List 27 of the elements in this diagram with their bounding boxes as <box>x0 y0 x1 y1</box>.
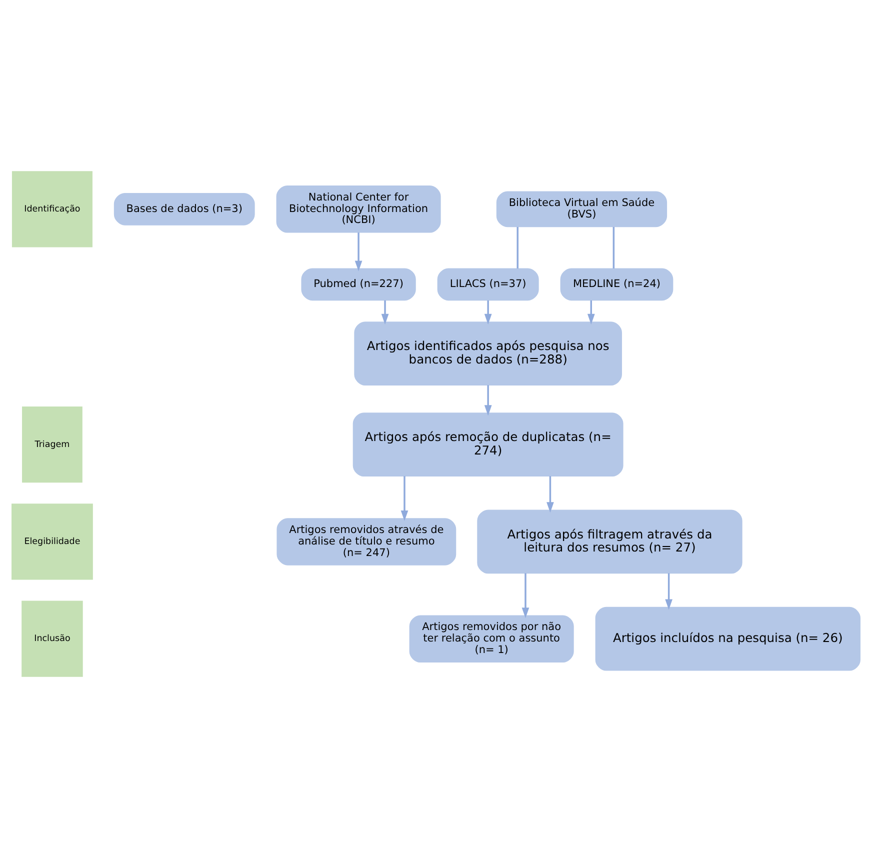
arrow <box>665 572 672 610</box>
node-box: Identificação <box>12 170 92 247</box>
arrow <box>381 300 389 324</box>
node-box: Artigos incluídos na pesquisa (n= 26) <box>595 606 860 670</box>
node-box: LILACS (n=37) <box>437 268 539 300</box>
node-box: Inclusão <box>22 600 83 676</box>
node-box: Artigos após remoção de duplicatas (n= 274) <box>352 412 624 476</box>
arrow <box>354 232 362 271</box>
node-box: Artigos removidos através de análise de título e resumo (n= 247) <box>276 518 456 565</box>
node-box: Elegibilidade <box>12 503 93 580</box>
node-box: Artigos após filtragem através da leitura dos resumos (n= 27) <box>477 509 742 574</box>
connector <box>612 226 615 268</box>
connector <box>516 226 518 268</box>
node-box: Triagem <box>22 406 82 482</box>
node-box: Biblioteca Virtual em Saúde (BVS) <box>496 190 668 227</box>
arrow <box>546 476 554 512</box>
node-box: Bases de dados (n=3) <box>114 192 255 225</box>
node-box: National Center for Biotechnology Information (NCBI) <box>276 185 441 232</box>
arrow <box>587 300 595 324</box>
arrow <box>484 384 492 416</box>
node-box: Pubmed (n=227) <box>301 268 416 300</box>
arrow <box>522 572 530 618</box>
node-box: Artigos removidos por não ter relação com o assunto (n= 1) <box>409 614 574 662</box>
arrow <box>484 300 492 324</box>
arrow <box>400 476 408 520</box>
node-box: MEDLINE (n=24) <box>560 268 674 300</box>
node-box: Artigos identificados após pesquisa nos bancos de dados (n=288) <box>354 321 622 385</box>
